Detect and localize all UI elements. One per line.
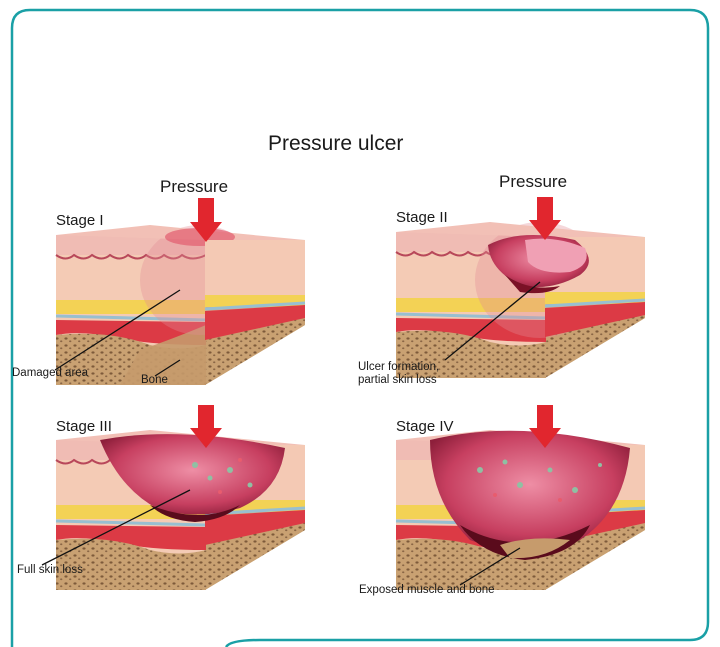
stage-1-title: Stage I [56, 212, 104, 229]
pressure-label: Pressure [160, 177, 229, 196]
stage-3-block [41, 430, 306, 590]
pressure-arrow-icon [529, 405, 561, 448]
label-damaged-area: Damaged area [12, 367, 89, 379]
label-exposed-muscle-bone: Exposed muscle and bone [359, 584, 495, 596]
label-full-skin-loss: Full skin loss [17, 564, 83, 576]
stage-4-block [395, 430, 646, 590]
stage-2-title: Stage II [396, 209, 448, 226]
stage-2-block [395, 222, 646, 378]
diagram-title: Pressure ulcer [268, 132, 404, 155]
pressure-arrow-icon [190, 198, 222, 242]
label-line: Ulcer formation, [358, 361, 440, 373]
pressure-label: Pressure [499, 172, 568, 191]
label-bone: Bone [141, 374, 168, 386]
stage-1-block [54, 225, 306, 385]
pressure-arrow-icon [190, 405, 222, 448]
stage-4-title: Stage IV [396, 418, 454, 435]
stage-3-title: Stage III [56, 418, 112, 435]
label-line: partial skin loss [358, 374, 437, 386]
frame-border [10, 8, 710, 647]
label-ulcer-formation: Ulcer formation, partial skin loss [358, 361, 439, 387]
pressure-arrow-icon [529, 197, 561, 240]
